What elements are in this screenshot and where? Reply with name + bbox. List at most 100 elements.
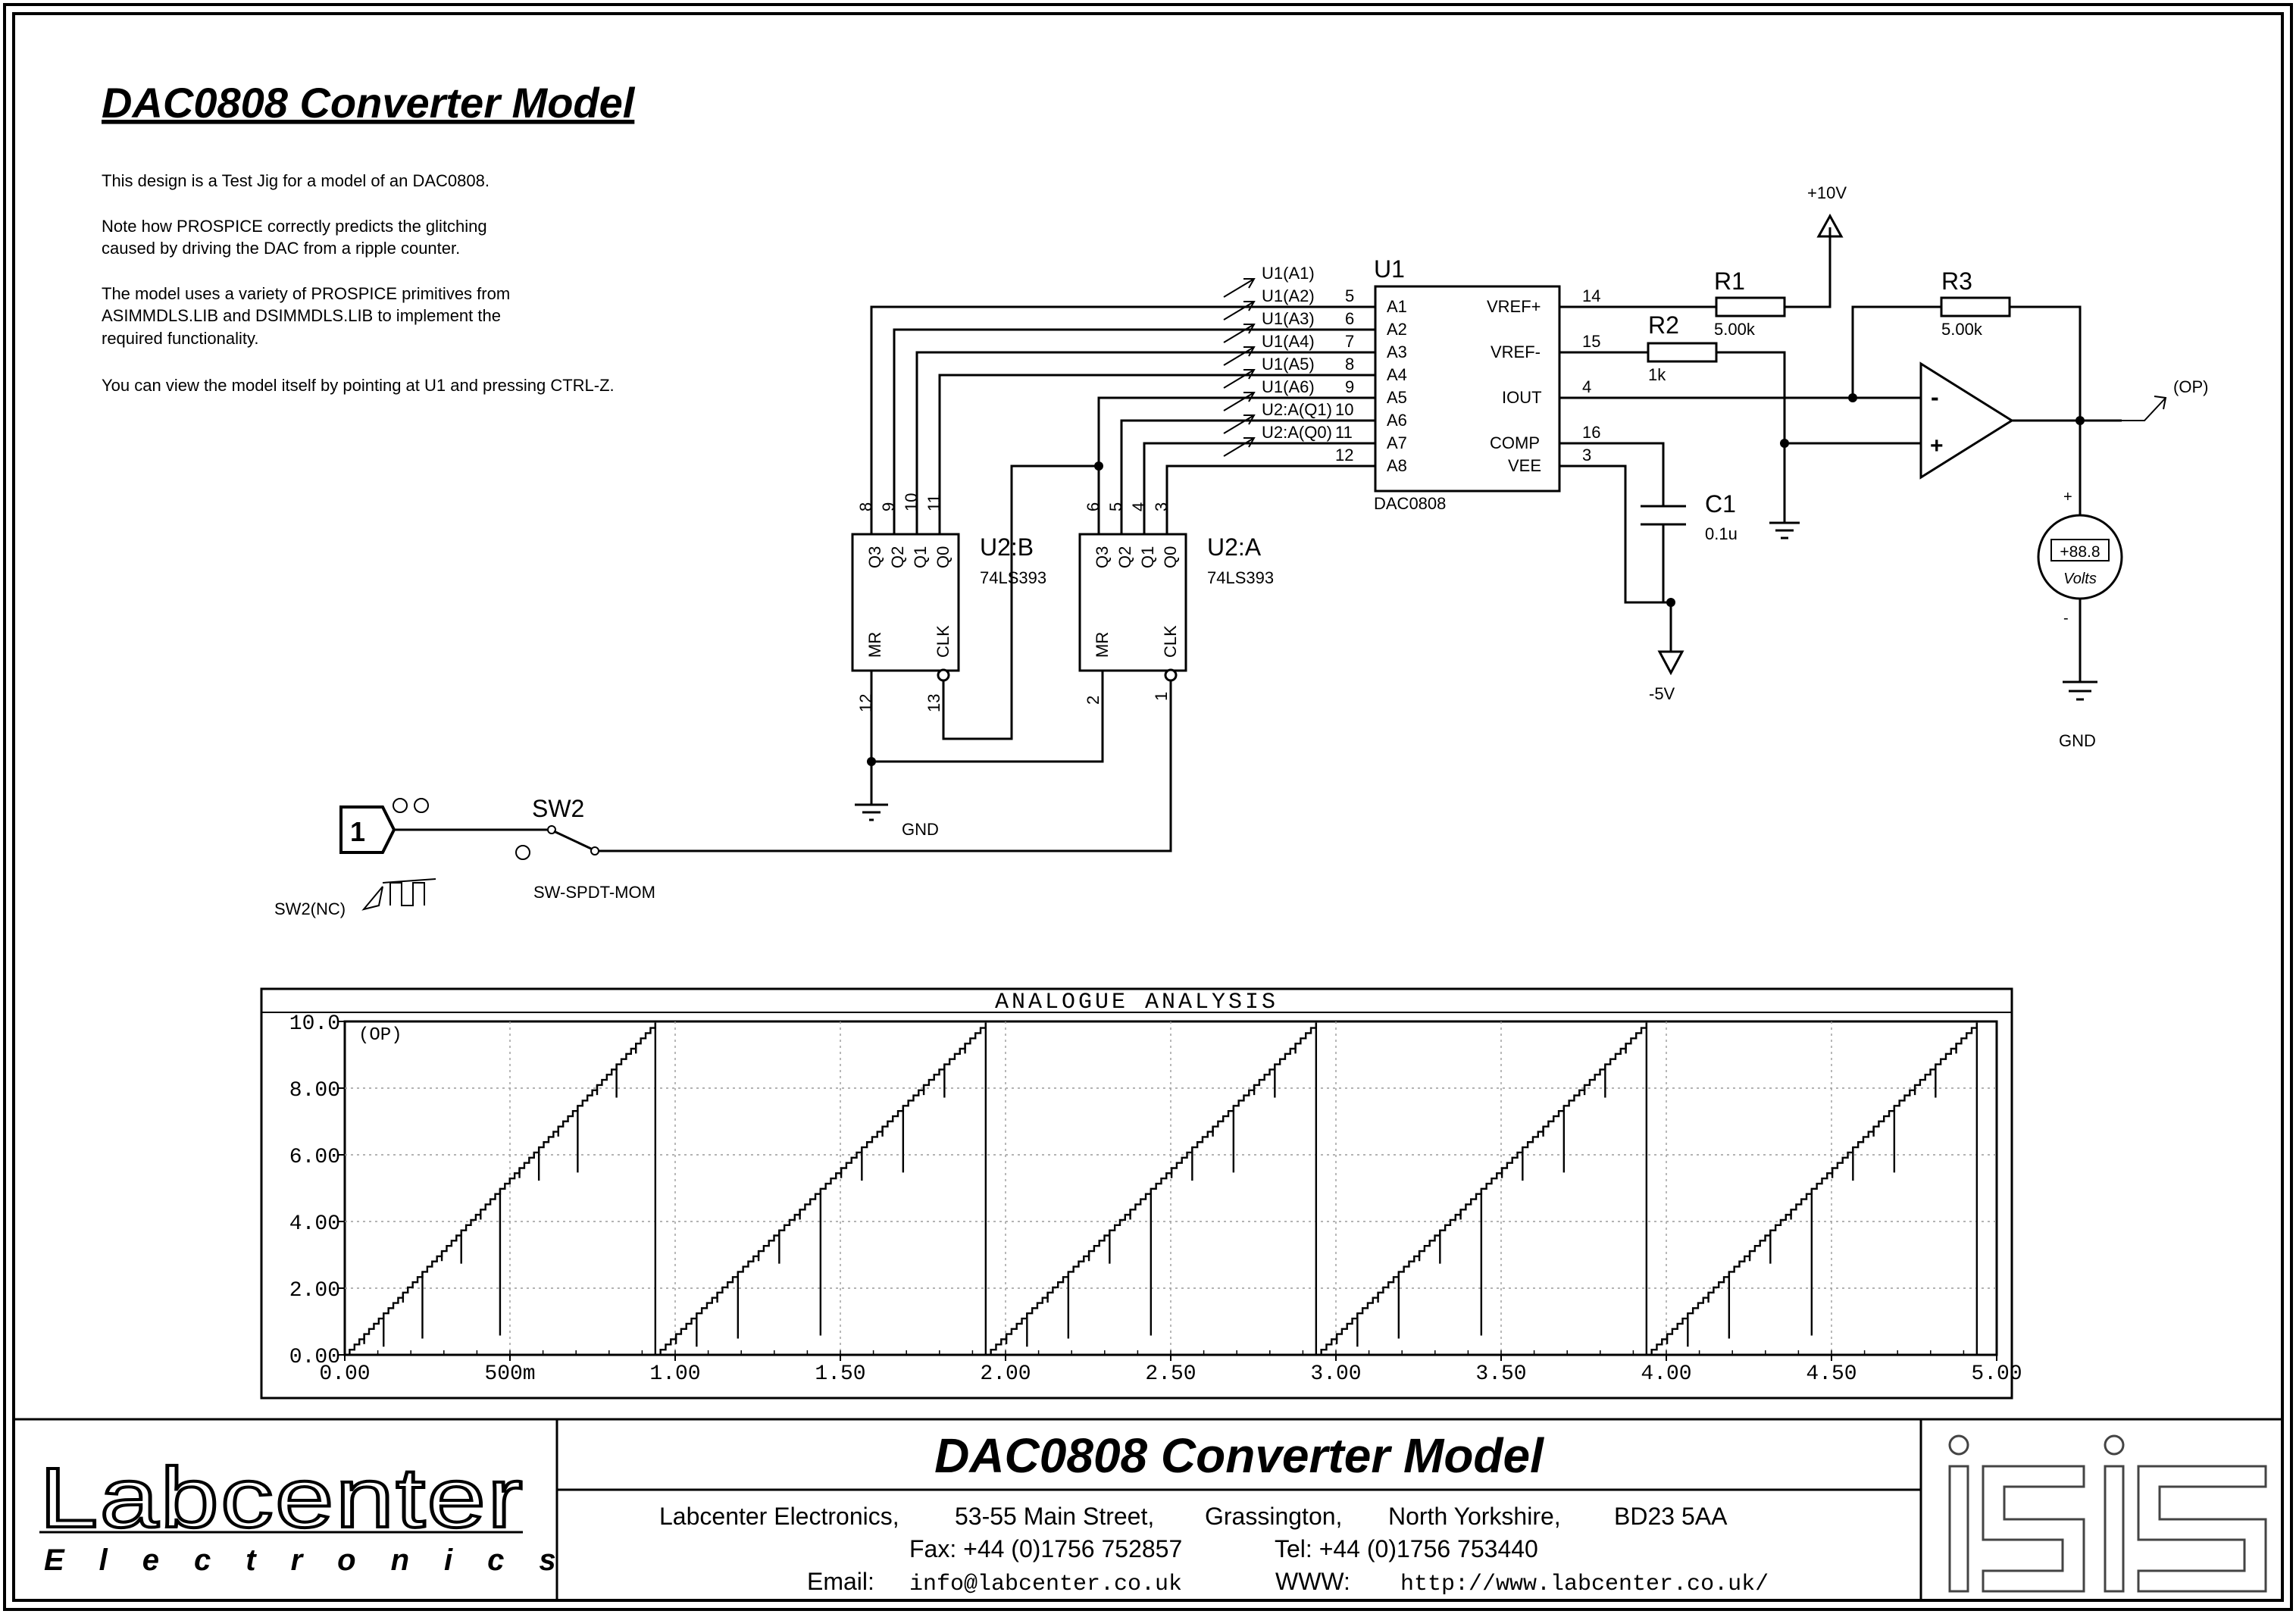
pin-number: 10 [902, 493, 921, 511]
output-probe[interactable]: (OP) [2122, 377, 2208, 421]
pin-label: Q2 [888, 546, 907, 568]
u1-dac0808[interactable]: U1 DAC0808 A1 A2 A3 A4 A5 A6 A7 A8 5 6 7… [1335, 255, 1600, 513]
junction-dot [1094, 461, 1103, 471]
u1-part: DAC0808 [1374, 494, 1446, 513]
opamp-minus: - [1931, 383, 1939, 411]
u1-pin-a5: A5 [1387, 388, 1407, 407]
r1-value: 5.00k [1714, 320, 1756, 339]
x-tick-label: 3.50 [1475, 1362, 1526, 1386]
address-part: Labcenter Electronics, [659, 1503, 899, 1530]
pin-label: MR [1093, 632, 1112, 658]
probe-arrow-icon[interactable] [1223, 301, 1256, 321]
x-tick-label: 2.50 [1145, 1362, 1196, 1386]
address-part: North Yorkshire, [1388, 1503, 1561, 1530]
graph-title: ANALOGUE ANALYSIS [995, 990, 1278, 1015]
u1-pin-a2: A2 [1387, 320, 1407, 339]
pin-label: Q0 [1161, 546, 1180, 568]
analog-wires [1559, 227, 2122, 682]
probe-arrow-icon[interactable] [1223, 437, 1256, 457]
u1-pinnum: 4 [1582, 377, 1591, 396]
u1-pinnum: 6 [1345, 309, 1354, 328]
probe-arrow-icon[interactable] [1223, 369, 1256, 389]
voltmeter-unit: Volts [2063, 571, 2097, 587]
address-part: BD23 5AA [1614, 1503, 1728, 1530]
u1-pinnum: 16 [1582, 423, 1600, 442]
email-label: Email: [807, 1568, 874, 1595]
voltmeter[interactable]: +88.8 Volts + - [2037, 489, 2123, 627]
u1-pinnum: 3 [1582, 446, 1591, 464]
probe-arrow-icon[interactable] [1223, 414, 1256, 434]
r2-ref: R2 [1648, 311, 1679, 339]
u1-pin-a8: A8 [1387, 456, 1407, 475]
r2-resistor[interactable]: R2 1k [1647, 311, 1718, 384]
outer-border [3, 3, 2293, 1611]
u1-pinnum: 12 [1335, 446, 1353, 464]
pin-label: Q1 [911, 546, 930, 568]
pin-number: 4 [1129, 502, 1148, 511]
u1-pin-comp: COMP [1490, 433, 1540, 452]
u1-ref: U1 [1374, 255, 1405, 283]
probe-arrow-icon[interactable] [1223, 392, 1256, 411]
u1-pinnum: 10 [1335, 400, 1353, 419]
sw2-part: SW-SPDT-MOM [533, 883, 655, 902]
y-tick-label: 6.00 [289, 1146, 340, 1169]
reset-wires [599, 671, 1172, 852]
junction-dot [867, 757, 876, 766]
note-line: ASIMMDLS.LIB and DSIMMDLS.LIB to impleme… [102, 306, 501, 325]
clock-generator[interactable]: 1 [339, 798, 429, 854]
u1-pinnum: 7 [1345, 332, 1354, 351]
u2a-counter[interactable]: U2:A 74LS393 Q3 Q2 Q1 Q0 MR CLK 6 5 4 3 … [1078, 502, 1274, 705]
c1-capacitor[interactable]: C1 0.1u [1641, 490, 1738, 543]
www-link[interactable]: http://www.labcenter.co.uk/ [1400, 1572, 1769, 1597]
u2a-part: 74LS393 [1207, 568, 1274, 587]
u2b-part: 74LS393 [980, 568, 1046, 587]
supply-pos-icon: +10V [1807, 183, 1847, 238]
sw2-switch[interactable]: SW2 SW-SPDT-MOM [515, 795, 655, 902]
x-tick-label: 0.00 [319, 1362, 370, 1386]
note-line: caused by driving the DAC from a ripple … [102, 239, 460, 258]
c1-ref: C1 [1705, 490, 1736, 518]
opamp[interactable]: - + [1919, 361, 2014, 480]
pin-label: MR [865, 632, 884, 658]
probe-arrow-icon[interactable] [1223, 278, 1256, 298]
u1-pin-a4: A4 [1387, 365, 1407, 384]
r3-ref: R3 [1941, 267, 1972, 295]
sw2-ref: SW2 [532, 795, 584, 822]
product-logo-text: isis [0, 0, 2, 1]
u1-pin-vee: VEE [1508, 456, 1541, 475]
generator-label: 1 [350, 816, 365, 847]
u1-pinnum: 9 [1345, 377, 1354, 396]
inverted-clk-icon [1164, 668, 1178, 682]
u1-pinnum: 5 [1345, 286, 1354, 305]
voltmeter-plus: + [2063, 489, 2072, 505]
probe-arrow-icon[interactable] [1223, 346, 1256, 366]
pin-label: Q3 [1093, 546, 1112, 568]
u2b-counter[interactable]: U2:B 74LS393 Q3 Q2 Q1 Q0 MR CLK 8 9 10 1… [851, 493, 1046, 712]
x-tick-label: 1.00 [649, 1362, 700, 1386]
probe-label: U1(A1) [1262, 264, 1315, 283]
email-link[interactable]: info@labcenter.co.uk [909, 1572, 1182, 1597]
note-line: The model uses a variety of PROSPICE pri… [102, 284, 510, 303]
labcenter-logo: Labcenter Electronics [38, 1449, 556, 1577]
r1-resistor[interactable]: R1 5.00k [1714, 267, 1786, 339]
y-tick-label: 2.00 [289, 1279, 340, 1303]
u1-pin-iout: IOUT [1502, 388, 1542, 407]
r3-resistor[interactable]: R3 5.00k [1940, 267, 2011, 339]
note-line: You can view the model itself by pointin… [102, 376, 615, 395]
pin-label: CLK [1161, 625, 1180, 658]
u2a-ref: U2:A [1207, 533, 1262, 561]
u1-pin-vrefm: VREF- [1491, 343, 1541, 361]
gnd-symbol-icon [855, 803, 888, 821]
www-label: WWW: [1275, 1568, 1350, 1595]
pin-number: 6 [1084, 502, 1103, 511]
x-tick-label: 4.00 [1641, 1362, 1691, 1386]
probe-arrow-icon[interactable] [1223, 324, 1256, 343]
pin-label: Q1 [1138, 546, 1157, 568]
x-tick-label: 4.50 [1806, 1362, 1857, 1386]
graph-frame [260, 987, 2013, 1400]
probe-label: U1(A4) [1262, 332, 1315, 351]
output-probe-label: (OP) [2173, 377, 2208, 396]
sw2-nc-label: SW2(NC) [274, 899, 346, 918]
